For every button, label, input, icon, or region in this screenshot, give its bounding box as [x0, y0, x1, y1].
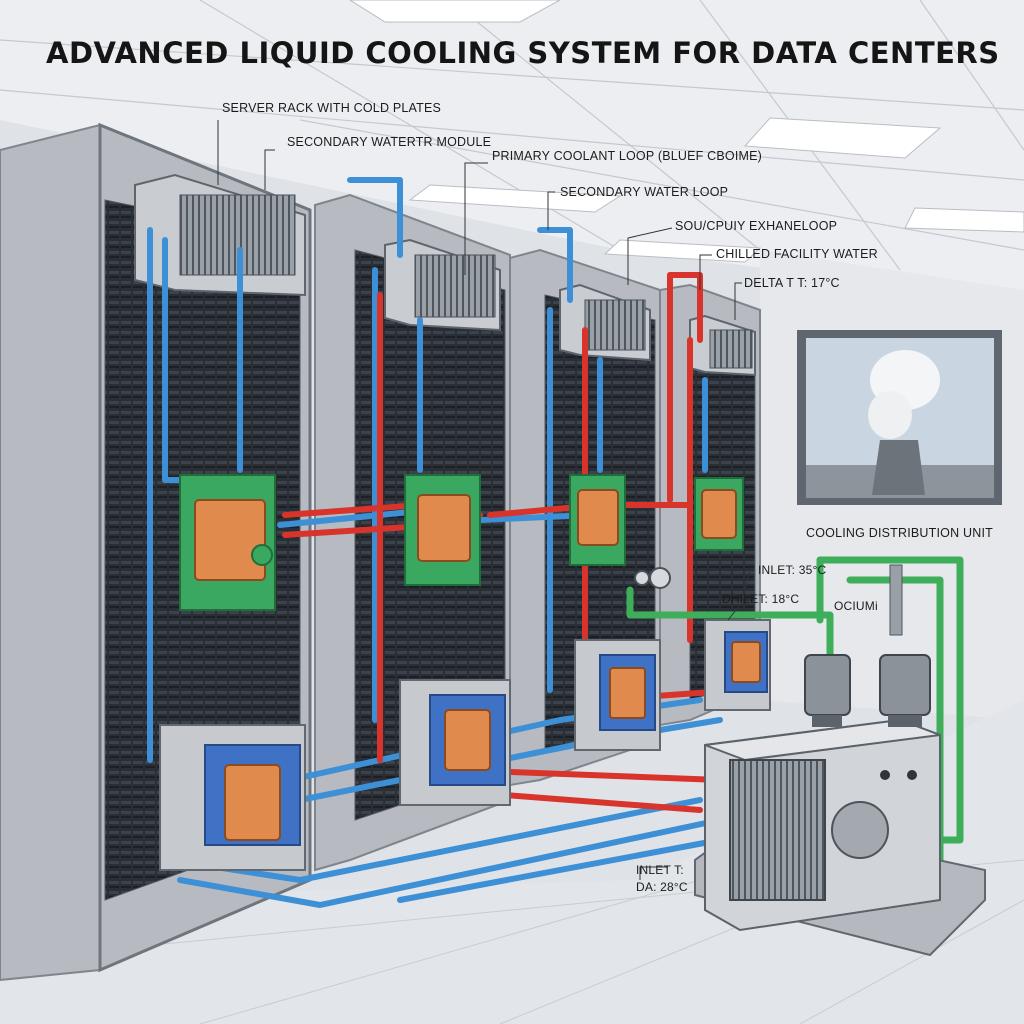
callout-inlet-top: INLET: 35°C — [758, 563, 827, 577]
cold-plate-1 — [179, 474, 276, 611]
callout-chilled-water: CHILLED FACILITY WATER — [716, 247, 878, 261]
callout-leaders — [217, 120, 751, 880]
secondary-module-2 — [384, 238, 501, 332]
callout-ociun: OCIUMi — [834, 599, 878, 613]
cold-plate-2 — [404, 474, 481, 586]
callout-outlet: DHILET: 18°C — [722, 592, 800, 606]
valve-gauge — [634, 567, 671, 589]
lower-module-4 — [704, 619, 771, 711]
callout-secondary-module: SECONDARY WATERTR MODULE — [287, 135, 492, 149]
callout-da-temp: DA: 28°C — [636, 880, 688, 894]
secondary-module-4 — [689, 314, 756, 377]
lower-module-3 — [574, 639, 661, 751]
cold-plate-4 — [694, 477, 744, 551]
callout-server-rack: SERVER RACK WITH COLD PLATES — [222, 101, 442, 115]
cdu-pump-2 — [879, 564, 931, 727]
cooling-distribution-unit — [694, 718, 986, 957]
page-title: ADVANCED LIQUID COOLING SYSTEM FOR DATA … — [46, 36, 1000, 70]
secondary-module-1 — [134, 173, 306, 297]
lower-module-2 — [399, 679, 511, 806]
ceiling — [0, 0, 1024, 300]
cold-plate-3 — [569, 474, 626, 566]
callout-inlet-bottom: INLET T: — [636, 863, 684, 877]
lower-module-1 — [159, 724, 306, 871]
callout-exhaust-loop: SOU/CPUIY EXHANELOOP — [675, 219, 838, 233]
callout-delta-t: DELTA T T: 17°C — [744, 276, 840, 290]
back-wall — [760, 250, 1024, 720]
callout-secondary-loop: SECONDARY WATER LOOP — [560, 185, 729, 199]
cdu-pump-1 — [804, 654, 851, 727]
callout-primary-loop: PRIMARY COOLANT LOOP (BLUEF CBOIME) — [492, 149, 763, 163]
callout-cdu: COOLING DISTRIBUTION UNIT — [806, 526, 993, 540]
